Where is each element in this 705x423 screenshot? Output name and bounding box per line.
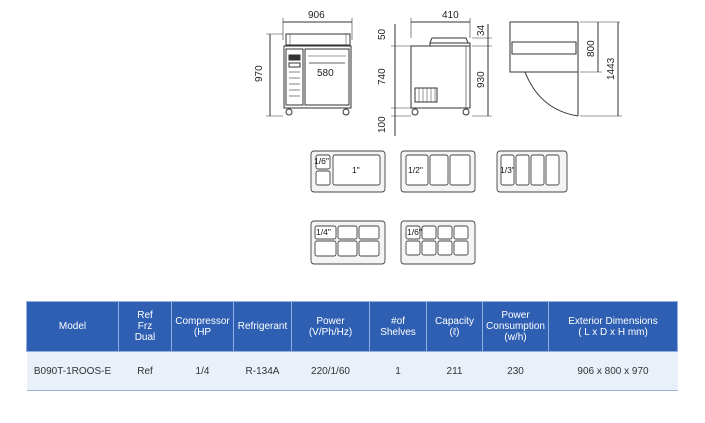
pan-layout-4 bbox=[310, 220, 386, 265]
pan-1-small-label: 1/6" bbox=[314, 156, 329, 166]
front-view bbox=[266, 18, 353, 117]
header-compressor: Compressor(HP bbox=[171, 301, 234, 352]
pan-3-label: 1/3" bbox=[500, 165, 515, 175]
top-height-label: 50 bbox=[377, 28, 388, 40]
pan-4-label: 1/4" bbox=[316, 227, 331, 237]
pan-1-large-label: 1" bbox=[352, 165, 360, 175]
top-view bbox=[509, 21, 622, 117]
front-height-label: 970 bbox=[254, 65, 265, 82]
side-depth-label: 410 bbox=[442, 10, 459, 21]
total-top-label: 930 bbox=[476, 71, 487, 88]
overall-height-label: 1443 bbox=[606, 57, 617, 80]
cell-refrigerant: R-134A bbox=[233, 351, 292, 391]
table-row: B090T-1ROOS-E Ref 1/4 R-134A 220/1/60 1 … bbox=[26, 351, 678, 391]
cell-shelves: 1 bbox=[369, 351, 427, 391]
cell-consumption: 230 bbox=[482, 351, 549, 391]
cell-compressor: 1/4 bbox=[171, 351, 234, 391]
pan-layout-1 bbox=[310, 150, 386, 193]
leg-height-label: 100 bbox=[377, 116, 388, 133]
pan-layout-3 bbox=[496, 150, 568, 193]
top-depth-label: 34 bbox=[476, 24, 487, 36]
header-power: Power(V/Ph/Hz) bbox=[291, 301, 370, 352]
technical-drawing: 906 580 970 410 50 740 100 bbox=[254, 10, 622, 265]
body-height-label: 740 bbox=[377, 68, 388, 85]
pan-2-label: 1/2" bbox=[408, 165, 423, 175]
header-model: Model bbox=[26, 301, 119, 352]
cell-ref: Ref bbox=[118, 351, 172, 391]
header-capacity: Capacity(ℓ) bbox=[426, 301, 483, 352]
pan-layout-2 bbox=[400, 150, 476, 193]
cell-exterior: 906 x 800 x 970 bbox=[548, 351, 678, 391]
header-exterior: Exterior Dimensions( L x D x H mm) bbox=[548, 301, 678, 352]
door-width-label: 580 bbox=[317, 68, 334, 79]
top-depth-800-label: 800 bbox=[586, 40, 597, 57]
cell-power: 220/1/60 bbox=[291, 351, 370, 391]
pan-5-label: 1/6" bbox=[407, 227, 422, 237]
header-refrigerant: Refrigerant bbox=[233, 301, 292, 352]
front-width-label: 906 bbox=[308, 10, 325, 21]
pan-layout-5 bbox=[400, 220, 476, 265]
side-view bbox=[391, 18, 492, 136]
cell-capacity: 211 bbox=[426, 351, 483, 391]
cell-model: B090T-1ROOS-E bbox=[26, 351, 119, 391]
